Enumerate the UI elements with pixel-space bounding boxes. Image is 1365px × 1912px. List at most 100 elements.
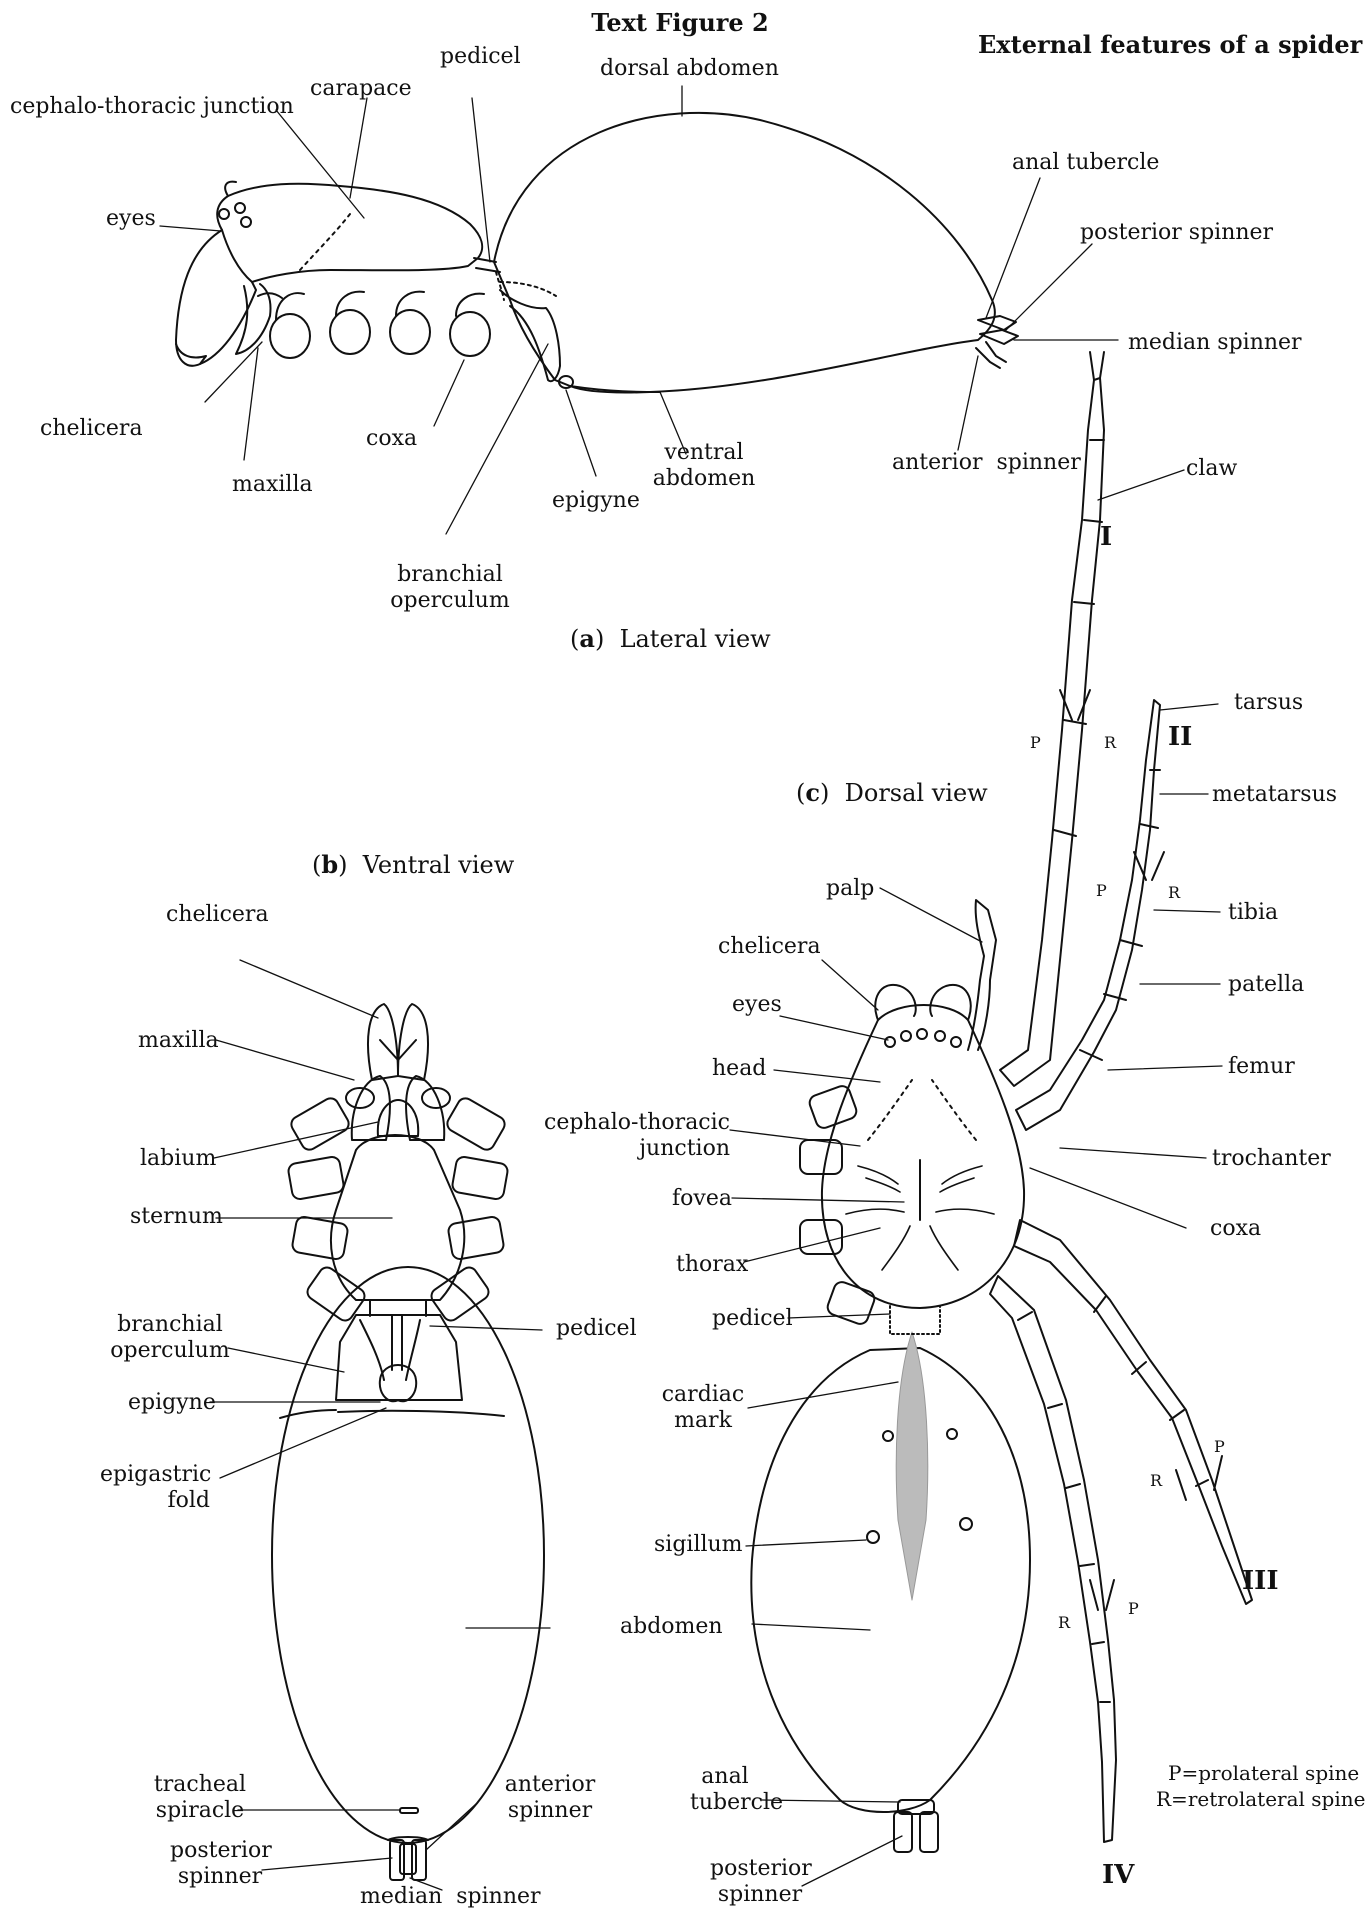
caption-lateral-view: (a) Lateral view (570, 626, 771, 652)
dorsal-label-cardiac-line: cardiac (660, 1382, 746, 1408)
lateral-label-maxilla: maxilla (232, 472, 313, 498)
dorsal-label-tarsus: tarsus (1234, 690, 1303, 716)
dorsal-coxa (800, 1140, 842, 1174)
dorsal-sigillum (883, 1431, 893, 1441)
dorsal-cephalothorax (822, 1005, 1024, 1308)
dorsal-view-drawing (751, 352, 1252, 1852)
dorsal-eye (951, 1037, 961, 1047)
dorsal-label-tubercle-line: tubercle (690, 1790, 760, 1816)
dorsal-abdomen-outline (751, 1348, 1030, 1812)
ventral-pedicel (370, 1300, 426, 1316)
caption-lateral-text: Lateral view (620, 625, 771, 653)
dorsal-leg-IV (990, 1276, 1116, 1842)
ventral-label-epigyne: epigyne (128, 1390, 216, 1416)
dorsal-label-trochanter: trochanter (1212, 1146, 1331, 1172)
dorsal-pedicel (890, 1306, 940, 1334)
ventral-coxa (287, 1156, 344, 1200)
leg-numeral-IV: IV (1102, 1860, 1134, 1890)
ventral-label-branchial-operculum: branchial operculum (100, 1312, 240, 1364)
ventral-label-median-spinner: median spinner (360, 1884, 541, 1910)
lateral-abdomen-outline (494, 113, 995, 393)
ventral-label-anterior-line: anterior (500, 1772, 600, 1798)
caption-lateral-letter: a (579, 624, 595, 653)
spine-mark-r: R (1150, 1468, 1162, 1494)
lateral-coxa (450, 312, 490, 356)
dorsal-label-spinner-line: spinner (710, 1882, 810, 1908)
dorsal-label-posterior-line: posterior (710, 1856, 810, 1882)
legend-retrolateral: R=retrolateral spine (1156, 1786, 1365, 1812)
lateral-label-epigyne: epigyne (552, 488, 640, 514)
dorsal-label-eyes: eyes (732, 992, 782, 1018)
ventral-leader-lines (210, 960, 550, 1890)
dorsal-spinner (920, 1812, 938, 1852)
dorsal-label-cephalo-thoracic-junction: cephalo-thoracic junction (540, 1110, 730, 1162)
lateral-label-median-spinner: median spinner (1128, 330, 1302, 356)
ventral-label-spinner-line: spinner (500, 1798, 600, 1824)
lateral-label-operculum-line: operculum (370, 588, 530, 614)
caption-ventral-letter: b (321, 850, 338, 879)
dorsal-label-pedicel: pedicel (712, 1306, 793, 1332)
ventral-label-chelicera: chelicera (166, 902, 269, 928)
ventral-epigyne (380, 1365, 416, 1401)
lateral-label-chelicera: chelicera (40, 416, 143, 442)
dorsal-label-mark-line: mark (660, 1408, 746, 1434)
subject-title-text: External features of a spider (978, 30, 1362, 59)
dorsal-spinner (894, 1812, 912, 1852)
dorsal-label-chelicera: chelicera (718, 934, 821, 960)
dorsal-coxa (807, 1084, 858, 1130)
ventral-label-maxilla: maxilla (138, 1028, 219, 1054)
lateral-label-dorsal-abdomen: dorsal abdomen (600, 56, 779, 82)
ventral-label-posterior-line: posterior (170, 1838, 270, 1864)
lateral-chelicera (176, 230, 256, 366)
dorsal-label-claw: claw (1186, 456, 1237, 482)
caption-dorsal-text: Dorsal view (845, 779, 988, 807)
dorsal-label-cephalo-thoracic-line: cephalo-thoracic (540, 1110, 730, 1136)
dorsal-label-femur: femur (1228, 1054, 1295, 1080)
dorsal-cardiac-mark (896, 1332, 928, 1600)
caption-dorsal-letter: c (805, 778, 820, 807)
dorsal-coxa (800, 1220, 842, 1254)
dorsal-eye (885, 1037, 895, 1047)
lateral-label-anterior-spinner: anterior spinner (892, 450, 1081, 476)
lateral-label-pedicel: pedicel (440, 44, 521, 70)
dorsal-label-patella: patella (1228, 972, 1304, 998)
dorsal-sigillum (867, 1531, 879, 1543)
leg-numeral-III: III (1242, 1566, 1279, 1596)
dorsal-label-head: head (712, 1056, 766, 1082)
dorsal-coxa (825, 1280, 876, 1326)
ventral-label-sternum: sternum (130, 1204, 223, 1230)
ventral-label-tracheal-spiracle: tracheal spiracle (150, 1772, 250, 1824)
ventral-label-tracheal-line: tracheal (150, 1772, 250, 1798)
dorsal-label-anal-tubercle: anal tubercle (690, 1764, 760, 1816)
ventral-label-posterior-spinner-line: spinner (170, 1864, 270, 1890)
lateral-eye (241, 217, 251, 227)
lateral-label-anal-tubercle: anal tubercle (1012, 150, 1159, 176)
dorsal-label-metatarsus: metatarsus (1212, 782, 1337, 808)
lateral-label-abdomen-line: abdomen (644, 466, 764, 492)
spine-mark-p: P (1096, 878, 1107, 904)
dorsal-eye (917, 1029, 927, 1039)
dorsal-label-palp: palp (826, 876, 874, 902)
dorsal-sigillum (960, 1518, 972, 1530)
lateral-eye (219, 209, 229, 219)
dorsal-label-junction-line: junction (540, 1136, 730, 1162)
ventral-spiracle (400, 1808, 418, 1813)
ventral-label-labium: labium (140, 1146, 216, 1172)
dorsal-label-cardiac-mark: cardiac mark (660, 1382, 746, 1434)
lateral-label-posterior-spinner: posterior spinner (1080, 220, 1273, 246)
dorsal-label-sigillum: sigillum (654, 1532, 743, 1558)
lateral-view-drawing (176, 113, 1018, 393)
dorsal-sigillum (947, 1429, 957, 1439)
dorsal-leg-III (1014, 1220, 1252, 1604)
leg-numeral-II: II (1168, 722, 1192, 752)
dorsal-label-fovea: fovea (672, 1186, 732, 1212)
ventral-operculum (336, 1315, 462, 1400)
dorsal-eye (901, 1031, 911, 1041)
ventral-label-epigastric-fold: epigastric fold (100, 1462, 210, 1514)
lateral-label-cephalo-thoracic-junction: cephalo-thoracic junction (10, 94, 294, 120)
subject-title: External features of a spider (♀) (978, 32, 1365, 58)
lateral-operculum (500, 290, 560, 381)
ventral-label-pedicel: pedicel (556, 1316, 637, 1342)
ventral-label-branchial-line: branchial (100, 1312, 240, 1338)
